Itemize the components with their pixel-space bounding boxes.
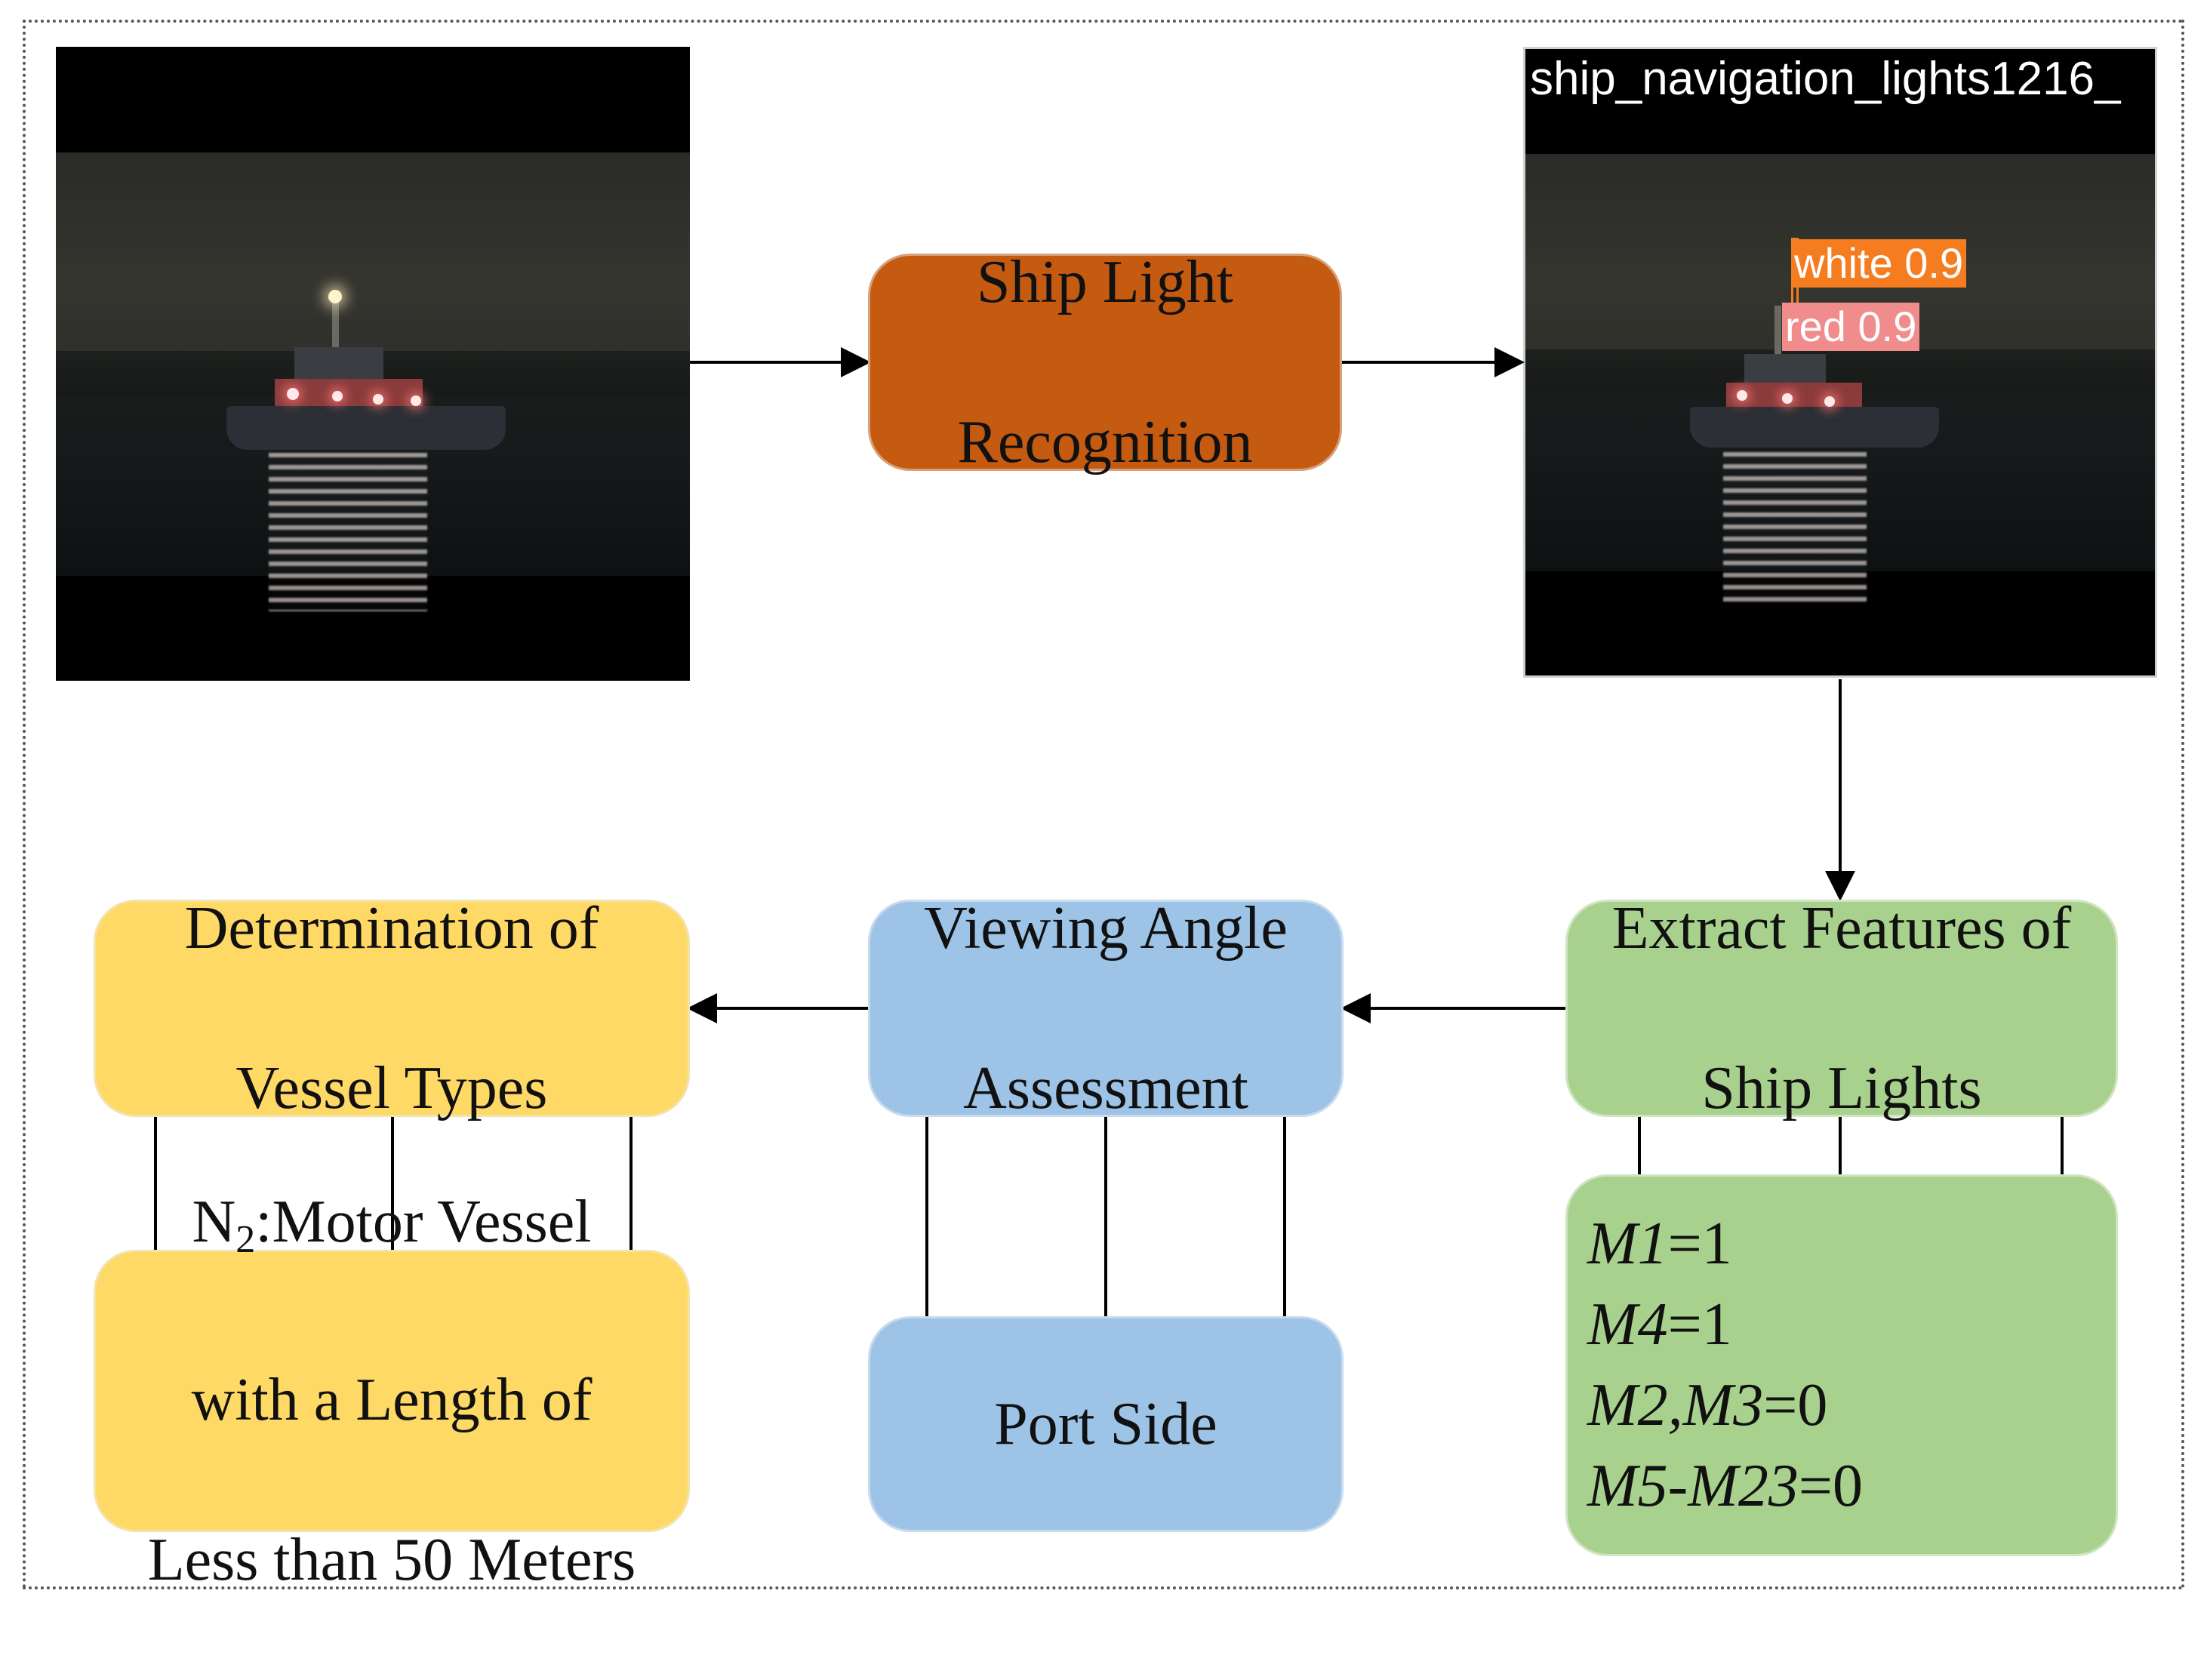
viewing-angle-text: Viewing Angle Assessment [924,808,1288,1208]
light-reflection [269,453,427,611]
viewing-angle-node: Viewing Angle Assessment [868,895,1344,1122]
input-ship-photo [56,47,690,681]
node-line: with a Length of [191,1367,593,1433]
port-side-node: Port Side [868,1316,1344,1532]
node-line: Ship Lights [1701,1055,1982,1122]
feature-value-row: M4=1 [1587,1285,1863,1365]
feature-value: =0 [1798,1453,1864,1519]
white-light-detection-label: white 0.9 [1791,239,1967,288]
determination-node: Determination of Vessel Types [94,895,690,1122]
vessel-code: N [192,1189,236,1255]
feature-values-node: M1=1 M4=1 M2,M3=0 M5-M23=0 [1565,1174,2118,1556]
extract-features-node: Extract Features of Ship Lights [1565,895,2118,1122]
diagram-frame [23,20,2184,1589]
feature-variable: M2,M3 [1587,1372,1764,1438]
light-reflection [1723,452,1867,603]
ship-light-recognition-text: Ship Light Recognition [957,162,1252,562]
feature-values-list: M1=1 M4=1 M2,M3=0 M5-M23=0 [1587,1204,1863,1527]
ship-mast [1774,306,1781,381]
detection-output-photo: white 0.9 red 0.9 ship_navigation_lights… [1523,47,2157,678]
ship-hull [226,406,506,450]
ship-hull [1690,407,1939,448]
deck-light [411,395,421,406]
node-line: Vessel Types [235,1055,548,1122]
red-light-detection-label: red 0.9 [1782,303,1920,351]
masthead-light [328,290,342,303]
node-line: Determination of [184,895,599,962]
feature-value: =0 [1763,1372,1828,1438]
ship-light-recognition-node: Ship Light Recognition [868,249,1342,475]
feature-variable: M4 [1587,1291,1668,1358]
vessel-description: :Motor Vessel [255,1189,592,1255]
deck-light [332,391,343,402]
node-line: Extract Features of [1611,895,2072,962]
ship-wheelhouse [1744,354,1826,387]
node-line: Less than 50 Meters [147,1527,636,1593]
determination-text: Determination of Vessel Types [185,808,599,1208]
vessel-code-subscript: 2 [235,1218,256,1261]
port-side-text: Port Side [994,1391,1217,1457]
vessel-type-result-node: N2:Motor Vessel with a Length of Less th… [94,1189,690,1593]
node-line: Ship Light [976,249,1234,315]
deck-light [373,394,383,405]
deck-light [1782,393,1793,404]
deck-light [287,388,299,400]
detection-image-title: ship_navigation_lights1216_ [1530,53,2121,105]
deck-light [1737,390,1747,401]
extract-features-text: Extract Features of Ship Lights [1612,808,2072,1208]
node-line: N2:Motor Vessel [148,1182,636,1280]
feature-variable: M1 [1587,1211,1668,1277]
feature-variable: M5-M23 [1587,1453,1799,1519]
deck-light [1824,396,1835,407]
vessel-type-result-text: N2:Motor Vessel with a Length of Less th… [148,1102,636,1680]
node-line: Recognition [957,409,1253,475]
connector-lines [154,347,2064,1316]
node-line: Viewing Angle [924,895,1288,962]
feature-value-row: M5-M23=0 [1587,1446,1863,1527]
feature-value-row: M2,M3=0 [1587,1365,1863,1446]
feature-value: =1 [1667,1211,1732,1277]
ship-mast [332,297,339,376]
ship-wheelhouse [294,347,383,383]
feature-value: =1 [1667,1291,1732,1358]
node-line: Assessment [963,1055,1248,1122]
feature-value-row: M1=1 [1587,1204,1863,1285]
